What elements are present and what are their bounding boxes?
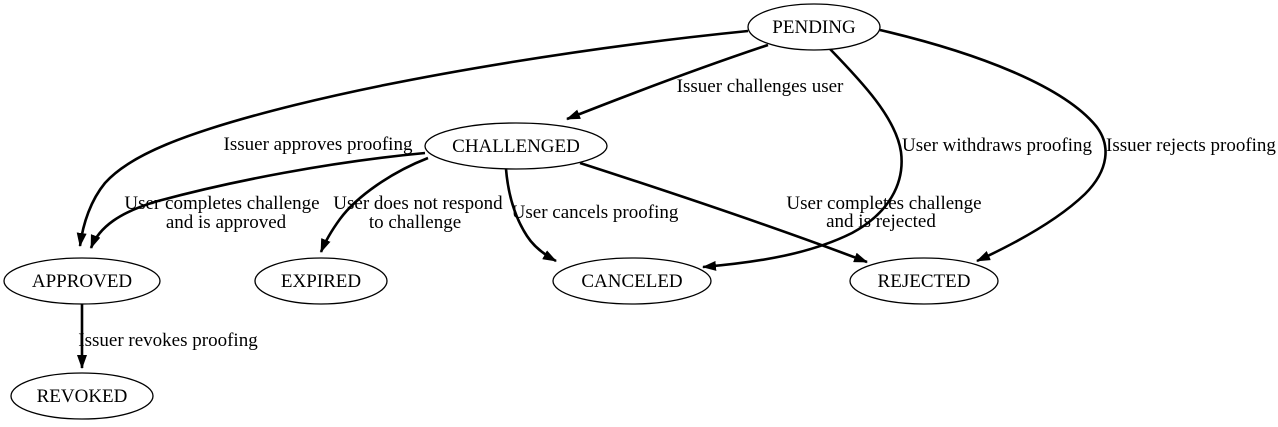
edge-pending-approved	[76, 29, 749, 247]
edge-challenged-rejected	[579, 161, 868, 264]
state-node-approved: APPROVED	[3, 257, 161, 305]
nodes-layer: PENDING CHALLENGED APPROVED EXPIRED CANCELED…	[3, 3, 999, 420]
edge-pending-rejected	[879, 28, 1107, 263]
state-node-ellipse-revoked	[10, 372, 154, 420]
state-node-label-rejected: REJECTED	[878, 271, 971, 292]
edge-label-challenged-approved-line2: and is approved	[166, 212, 287, 233]
edge-label-challenged-expired-line1: User does not respond	[333, 193, 503, 214]
state-node-ellipse-approved	[3, 257, 161, 305]
state-node-label-revoked: REVOKED	[37, 386, 128, 407]
edge-pending-challenged	[566, 43, 769, 121]
state-node-label-expired: EXPIRED	[281, 271, 361, 292]
state-node-label-pending: PENDING	[772, 17, 856, 38]
state-node-ellipse-canceled	[552, 257, 712, 305]
state-node-ellipse-expired	[254, 257, 388, 305]
state-node-label-challenged: CHALLENGED	[452, 136, 580, 157]
edge-challenged-canceled	[504, 168, 557, 263]
state-node-ellipse-challenged	[424, 122, 608, 170]
edge-label-approved-revoked: Issuer revokes proofing	[78, 330, 258, 351]
state-node-ellipse-pending	[747, 3, 881, 51]
edge-label-pending-challenged: Issuer challenges user	[677, 76, 844, 97]
state-node-ellipse-rejected	[849, 257, 999, 305]
state-node-label-canceled: CANCELED	[581, 271, 682, 292]
edge-label-pending-approved: Issuer approves proofing	[224, 134, 413, 155]
edge-challenged-expired	[319, 156, 429, 253]
edge-pending-canceled	[702, 48, 903, 271]
edge-label-challenged-canceled: User cancels proofing	[512, 202, 679, 223]
edge-challenged-approved	[89, 151, 426, 249]
state-node-rejected: REJECTED	[849, 257, 999, 305]
edge-label-pending-rejected: Issuer rejects proofing	[1106, 135, 1276, 156]
edges-layer	[76, 28, 1107, 369]
state-node-challenged: CHALLENGED	[424, 122, 608, 170]
edge-label-challenged-rejected-line2: and is rejected	[826, 211, 936, 232]
state-node-expired: EXPIRED	[254, 257, 388, 305]
state-node-pending: PENDING	[747, 3, 881, 51]
edge-label-challenged-rejected-line1: User completes challenge	[786, 193, 981, 214]
edge-label-pending-canceled: User withdraws proofing	[902, 135, 1092, 156]
edge-label-challenged-expired-line2: to challenge	[369, 212, 461, 233]
edge-label-challenged-approved-line1: User completes challenge	[124, 193, 319, 214]
state-node-label-approved: APPROVED	[32, 271, 132, 292]
state-node-revoked: REVOKED	[10, 372, 154, 420]
state-node-canceled: CANCELED	[552, 257, 712, 305]
